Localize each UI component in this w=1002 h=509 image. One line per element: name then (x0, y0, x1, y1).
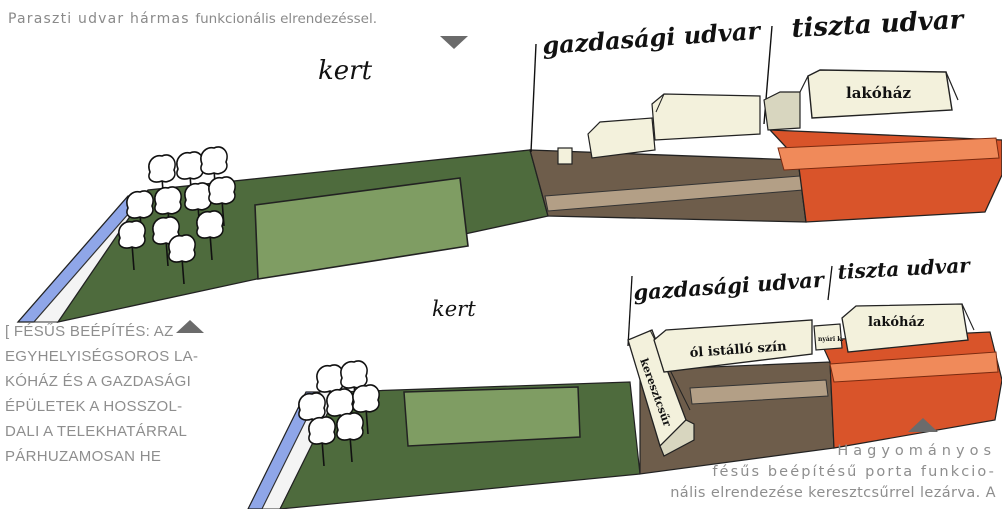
bottom-kitchen: nyári k. (813, 323, 844, 351)
bottom-cleanyard-label: tiszta udvar (837, 253, 972, 284)
bottom-line-2: fésűs beépítésű porta funkcio- (712, 464, 996, 480)
bottom-stable-label: ól istálló szín (689, 339, 787, 361)
top-farmyard-label: gazdasági udvar (541, 16, 763, 60)
side-text-arrow-icon (176, 320, 204, 333)
bottom-farmyard-label: gazdasági udvar (633, 267, 827, 305)
top-caption-arrow-icon (440, 36, 468, 49)
top-garden-label: kert (318, 56, 373, 86)
top-house-label: lakóház (846, 84, 911, 102)
bottom-garden-label: kert (432, 297, 476, 321)
top-caption-part1: Paraszti udvar hármas (8, 11, 190, 27)
bottom-plot: keresztcsűr ól istálló szín nyári k. lak… (247, 253, 1002, 509)
side-line-6: PÁRHUZAMOSAN HE (5, 448, 162, 465)
side-description: [ FÉSŰS BEÉPÍTÉS: AZ EGYHELYISÉGSOROS LA… (5, 319, 241, 469)
side-line-2: EGYHELYISÉGSOROS LA- (5, 348, 199, 365)
top-cleanyard-strip (777, 137, 1000, 171)
bottom-text-arrow-icon (908, 418, 938, 432)
bottom-cleanyard-strip (829, 351, 999, 383)
top-farm-buildings (557, 93, 761, 165)
side-line-3: KÓHÁZ ÉS A GAZDASÁGI (5, 373, 192, 390)
top-caption: Paraszti udvar hármas funkcionális elren… (8, 11, 377, 27)
top-caption-part2: funkcionális elrendezéssel. (195, 11, 377, 27)
side-line-5: DALI A TELEKHATÁRRAL (5, 423, 188, 440)
side-line-1: [ FÉSŰS BEÉPÍTÉS: AZ (5, 323, 174, 340)
bottom-house: lakóház (841, 303, 975, 353)
side-line-4: ÉPÜLETEK A HOSSZOL- (5, 398, 183, 415)
bottom-kitchen-label: nyári k. (818, 336, 844, 343)
bottom-farmyard-path (689, 379, 829, 405)
bottom-line-1: Hagyományos (837, 443, 996, 459)
top-cleanyard-label: tiszta udvar (791, 5, 967, 44)
top-house (763, 69, 959, 131)
bottom-description: Hagyományos fésűs beépítésű porta funkci… (536, 441, 996, 504)
bottom-line-3: nális elrendezése keresztcsűrrel lezárva… (670, 485, 996, 501)
bottom-house-label: lakóház (868, 315, 924, 330)
bottom-garden-plot (403, 386, 581, 447)
top-garden-plot (254, 177, 469, 280)
top-plot: kert gazdasági udvar tiszta udvar lakóhá… (16, 5, 1002, 323)
bottom-stable-row: ól istálló szín (653, 319, 813, 373)
